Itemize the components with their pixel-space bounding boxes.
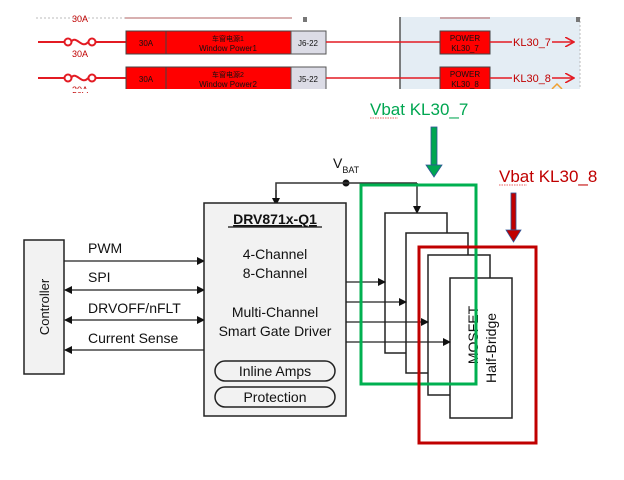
rating-text: 30A <box>139 75 154 84</box>
protection-pill <box>214 386 336 408</box>
signal-label: SPI <box>88 269 111 285</box>
connector-label: J5-22 <box>298 75 319 84</box>
annotation-label: Vbat KL30_8 <box>499 167 597 186</box>
fuse-rating: 30A <box>72 49 88 59</box>
annotation-kl30-7: Vbat KL30_7 <box>370 100 468 178</box>
fuse-icon <box>63 73 97 83</box>
driver-line-4: Smart Gate Driver <box>219 323 332 339</box>
power-label-2: KL30_7 <box>451 44 479 53</box>
signal-spi: SPI <box>64 269 205 294</box>
connector-label: J6-22 <box>298 39 319 48</box>
driver-title: DRV871x-Q1 <box>233 211 317 227</box>
signal-label: PWM <box>88 240 122 256</box>
half-bridge-box-4 <box>449 277 513 419</box>
block-diagram: VBAT Controller PWM SPI DRVOFF/nFLT Curr… <box>23 155 538 445</box>
power-label-1: POWER <box>450 70 480 79</box>
power-label-2: KL30_8 <box>451 80 479 89</box>
annotation-label: Vbat KL30_7 <box>370 100 468 119</box>
inline-amps-label: Inline Amps <box>239 363 311 379</box>
signal-pwm: PWM <box>64 240 205 265</box>
controller-label: Controller <box>37 278 52 335</box>
top-marker <box>303 17 307 22</box>
output-label: KL30_7 <box>513 37 551 49</box>
driver-line-2: 8-Channel <box>243 265 308 281</box>
rating-text: 30A <box>139 39 154 48</box>
vbat-label: VBAT <box>333 155 360 175</box>
circuit-name-en: Window Power1 <box>199 44 257 53</box>
highlight-frame-kl30-8 <box>417 245 538 445</box>
signal-label: DRVOFF/nFLT <box>88 300 181 316</box>
caret-up-icon <box>551 82 563 90</box>
circuit-name-en: Window Power2 <box>199 80 257 89</box>
signal-drvoff-nflt: DRVOFF/nFLT <box>64 300 205 324</box>
signal-current-sense: Current Sense <box>64 330 204 354</box>
excerpt-crop <box>30 89 590 92</box>
panel-corner-marker <box>576 17 580 22</box>
circuit-name-cn: 车窗电源2 <box>212 70 244 79</box>
inline-amps-pill <box>214 360 336 382</box>
schematic-row-1: 30A 30A 车窗电源1 Window Power1 J6-22 POWER … <box>38 30 574 59</box>
controller-block <box>23 239 65 375</box>
schematic-excerpt: 30A 30A 30A 车窗电源1 Window Power1 J6-22 PO… <box>30 14 590 95</box>
down-arrow-icon <box>505 192 522 243</box>
fuse-icon <box>63 37 97 47</box>
power-label-1: POWER <box>450 34 480 43</box>
protection-label: Protection <box>243 389 306 405</box>
signal-label: Current Sense <box>88 330 178 346</box>
annotation-kl30-8: Vbat KL30_8 <box>499 167 597 243</box>
driver-line-1: 4-Channel <box>243 246 308 262</box>
circuit-name-cn: 车窗电源1 <box>212 34 244 43</box>
bridge-label-1: MOSFET <box>465 305 481 364</box>
output-label: KL30_8 <box>513 73 551 85</box>
driver-line-3: Multi-Channel <box>232 304 318 320</box>
down-arrow-icon <box>425 126 443 178</box>
fuse-rating-top: 30A <box>72 14 88 24</box>
bridge-label-2: Half-Bridge <box>483 313 499 383</box>
